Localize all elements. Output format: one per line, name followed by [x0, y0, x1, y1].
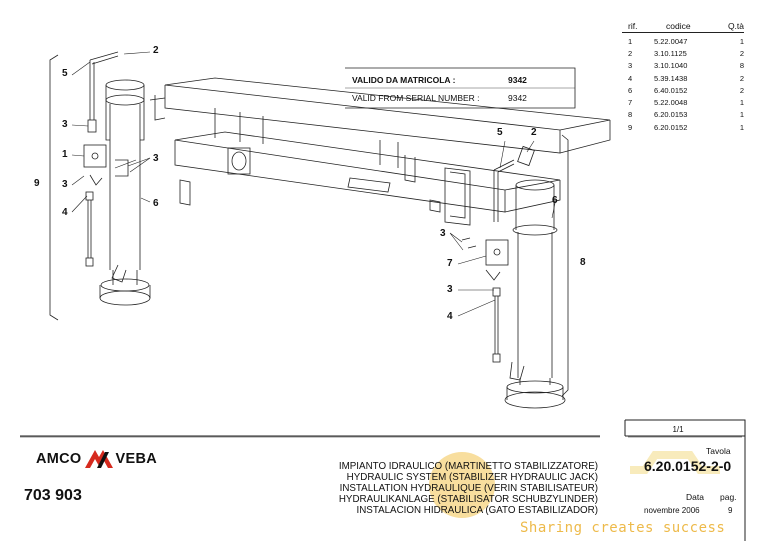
pag-value: 9	[728, 506, 733, 515]
title-block: IMPIANTO IDRAULICO (MARTINETTO STABILIZZ…	[339, 461, 598, 516]
row-rif: 3	[628, 61, 633, 71]
row-codice: 5.22.0048	[654, 98, 688, 108]
row-qta: 2	[739, 48, 744, 58]
group-bracket-9	[49, 54, 59, 321]
parts-table-header: rif. codice Q.tà	[622, 18, 744, 31]
row-rif: 4	[628, 73, 633, 83]
tavola-value: 6.20.0152-2-0	[644, 458, 732, 474]
callout-right-7: 7	[447, 258, 453, 269]
table-row: 9 6.20.0152 1	[622, 121, 744, 133]
callout-left-4: 4	[62, 207, 68, 218]
serial-it-value: 9342	[508, 75, 527, 85]
callout-right-5: 5	[497, 127, 503, 138]
callout-right-6: 6	[552, 195, 558, 206]
data-value: novembre 2006	[644, 506, 700, 515]
row-codice: 3.10.1125	[654, 48, 687, 58]
serial-it-label: VALIDO DA MATRICOLA :	[352, 75, 456, 85]
callout-right-4: 4	[447, 311, 453, 322]
serial-en-label: VALID FROM SERIAL NUMBER :	[352, 93, 480, 103]
row-qta: 2	[739, 73, 744, 83]
row-qta: 8	[739, 61, 744, 71]
row-codice: 6.20.0153	[654, 110, 688, 120]
header-qta: Q.tà	[727, 21, 744, 31]
row-qta: 1	[739, 36, 744, 46]
row-codice: 5.39.1438	[654, 73, 688, 83]
row-rif: 2	[628, 48, 633, 58]
logo-text-amco: AMCO	[36, 451, 82, 467]
header-rif: rif.	[628, 21, 638, 31]
row-codice: 5.22.0047	[654, 36, 688, 46]
row-qta: 1	[739, 98, 744, 108]
callout-right-3b: 3	[447, 284, 453, 295]
callout-left-1: 1	[62, 149, 68, 160]
amco-veba-logo: AMCO VEBA	[36, 448, 157, 470]
leader-lines	[71, 51, 556, 317]
watermark-text: Sharing creates success	[520, 520, 726, 536]
row-qta: 2	[739, 85, 744, 95]
header-codice: codice	[666, 21, 691, 31]
logo-text-veba: VEBA	[115, 451, 157, 467]
serial-en-value: 9342	[508, 93, 527, 103]
table-row: 6 6.40.0152 2	[622, 84, 744, 96]
drawing-number: 703 903	[24, 487, 82, 504]
callout-left-3b: 3	[62, 179, 68, 190]
callout-left-2: 2	[153, 45, 159, 56]
table-row: 3 3.10.1040 8	[622, 60, 744, 72]
right-stabilizer-jack	[461, 145, 566, 409]
group-bracket-8	[561, 134, 569, 397]
callout-left-9: 9	[34, 178, 40, 189]
chassis-frame	[149, 77, 611, 226]
logo-mark-icon	[84, 450, 113, 468]
title-line-it: IMPIANTO IDRAULICO (MARTINETTO STABILIZZ…	[338, 461, 598, 472]
row-rif: 6	[628, 85, 633, 95]
row-rif: 1	[628, 36, 633, 46]
row-rif: 9	[628, 122, 633, 132]
callout-left-5: 5	[62, 68, 68, 79]
table-row: 2 3.10.1125 2	[622, 47, 744, 59]
row-codice: 6.40.0152	[654, 85, 688, 95]
callout-right-2: 2	[531, 127, 537, 138]
callout-right-8: 8	[580, 257, 586, 268]
row-rif: 7	[628, 98, 633, 108]
callout-left-3c: 3	[153, 153, 159, 164]
callout-left-6: 6	[153, 198, 159, 209]
row-rif: 8	[628, 110, 633, 120]
row-qta: 1	[739, 122, 744, 132]
title-line-es: INSTALACION HIDRAULICA (GATO ESTABILIZAD…	[356, 505, 598, 516]
row-codice: 3.10.1040	[654, 61, 688, 71]
callout-left-3a: 3	[62, 119, 68, 130]
data-label: Data	[686, 492, 704, 502]
row-codice: 6.20.0152	[654, 122, 688, 132]
row-qta: 1	[739, 110, 744, 120]
page-count: 1/1	[672, 425, 684, 434]
table-row: 4 5.39.1438 2	[622, 72, 744, 84]
left-stabilizer-jack	[83, 51, 151, 306]
table-row: 1 5.22.0047 1	[622, 35, 744, 47]
title-line-fr: INSTALLATION HYDRAULIQUE (VERIN STABILIS…	[339, 483, 598, 494]
pag-label: pag.	[720, 492, 737, 502]
watermark-logo	[429, 452, 495, 518]
table-row: 8 6.20.0153 1	[622, 109, 744, 121]
title-line-de: HYDRAULIKANLAGE (STABILISATOR SCHUBZYLIN…	[338, 494, 598, 505]
tavola-label: Tavola	[706, 446, 731, 456]
callout-right-3a: 3	[440, 228, 446, 239]
title-line-en: HYDRAULIC SYSTEM (STABILIZER HYDRAULIC J…	[346, 472, 598, 483]
table-row: 7 5.22.0048 1	[622, 96, 744, 108]
